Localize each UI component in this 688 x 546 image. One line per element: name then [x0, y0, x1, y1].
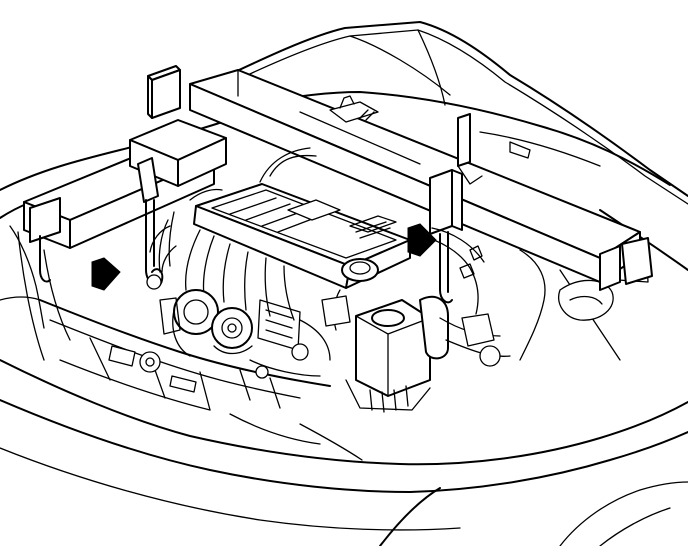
left-attachment-arrow: [91, 257, 121, 291]
engine-assembly: [17, 95, 511, 413]
support-fixture-crossbeam: [23, 65, 653, 291]
right-attachment-arrow: [407, 223, 437, 257]
support-fixture-hooks: [39, 157, 453, 304]
